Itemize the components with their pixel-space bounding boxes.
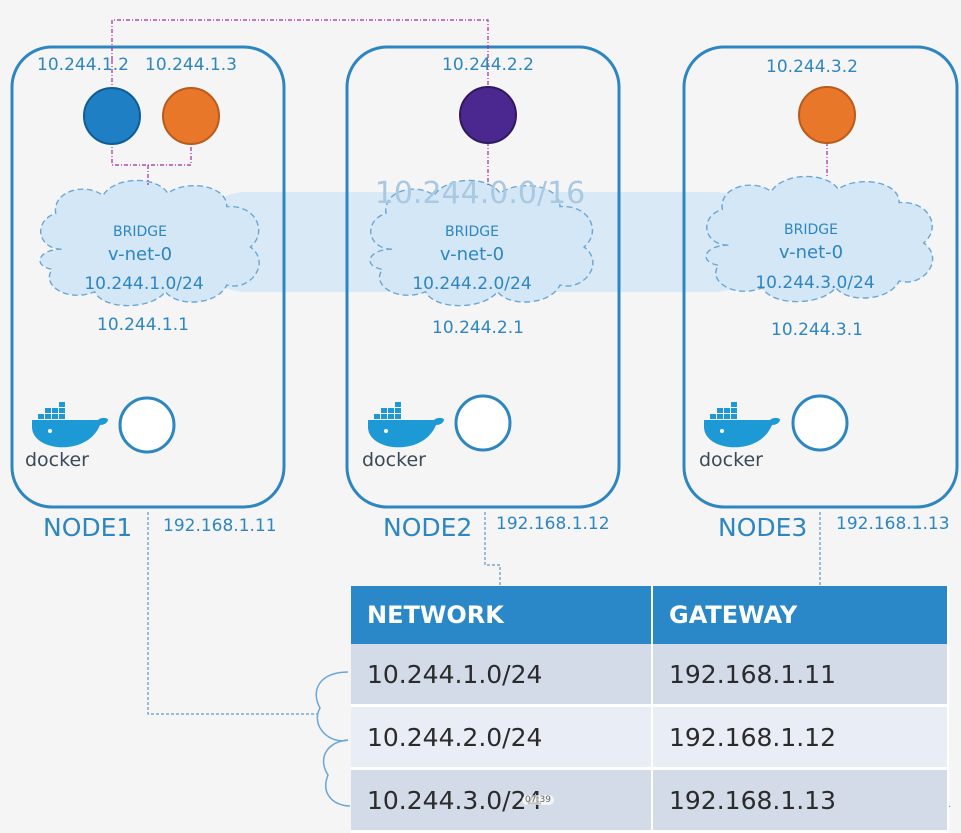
bridge-subnet: 10.244.3.0/24: [755, 273, 875, 293]
pod-ip-label: 10.244.1.3: [145, 55, 237, 75]
node1-box: [10, 45, 286, 509]
pod-node1-a[interactable]: [83, 87, 141, 145]
node1-interface[interactable]: [118, 396, 176, 454]
table-row: 10.244.1.0/24 192.168.1.11: [351, 644, 949, 707]
docker-label: docker: [25, 449, 89, 471]
node-name: NODE1: [43, 513, 133, 542]
bridge-tag: BRIDGE: [784, 222, 838, 238]
diagram-graphics: [10, 19, 959, 807]
table-row: 10.244.2.0/24 192.168.1.12: [351, 707, 949, 770]
bridge-name: v-net-0: [107, 244, 173, 265]
pod-node2-a[interactable]: [459, 86, 517, 144]
node3-interface[interactable]: [791, 394, 849, 452]
pod-ip-label: 10.244.3.2: [766, 57, 858, 77]
cluster-network-label: 10.244.0.0/16: [374, 176, 586, 211]
video-timestamp: 07:39: [522, 795, 554, 805]
column-header-network: NETWORK: [351, 586, 653, 644]
pod-ip-label: 10.244.1.2: [37, 55, 129, 75]
bridge-gateway-ip: 10.244.2.1: [432, 318, 524, 338]
router-brace: [315, 671, 351, 807]
route-gateway-cell: 192.168.1.13: [653, 770, 949, 833]
route-gateway-cell: 192.168.1.12: [653, 707, 949, 770]
docker-whale-icon: [704, 402, 780, 448]
docker-label: docker: [362, 449, 426, 471]
pod-link-lines: [111, 19, 828, 185]
node2-box: [345, 45, 621, 509]
node-ip: 192.168.1.11: [163, 516, 277, 536]
node2-interface[interactable]: [454, 394, 512, 452]
route-network-cell: 10.244.2.0/24: [351, 707, 653, 770]
route-lines: [147, 512, 821, 715]
node-ip: 192.168.1.12: [496, 514, 610, 534]
pod-node3-a[interactable]: [798, 86, 856, 144]
bridge-subnet: 10.244.1.0/24: [84, 274, 204, 294]
docker-label: docker: [699, 449, 763, 471]
pod-node1-b[interactable]: [162, 87, 220, 145]
bridge-name: v-net-0: [778, 242, 844, 263]
route-table: NETWORK GATEWAY 10.244.1.0/24 192.168.1.…: [351, 586, 949, 833]
route-network-cell: 10.244.1.0/24: [351, 644, 653, 707]
bridge-gateway-ip: 10.244.1.1: [97, 315, 189, 335]
column-header-gateway: GATEWAY: [653, 586, 949, 644]
node3-box: [682, 45, 959, 509]
docker-whale-icon: [368, 402, 444, 448]
node-name: NODE2: [383, 513, 473, 542]
bridge-name: v-net-0: [439, 244, 505, 265]
route-network-cell: 10.244.3.0/24: [351, 770, 653, 833]
bridge-subnet: 10.244.2.0/24: [412, 274, 532, 294]
table-row: 10.244.3.0/24 192.168.1.13: [351, 770, 949, 833]
node-name: NODE3: [718, 513, 808, 542]
node-ip: 192.168.1.13: [836, 514, 950, 534]
bridge-gateway-ip: 10.244.3.1: [771, 320, 863, 340]
route-gateway-cell: 192.168.1.11: [653, 644, 949, 707]
bridge-tag: BRIDGE: [445, 224, 499, 240]
docker-whale-icon: [32, 402, 108, 448]
route-table-header: NETWORK GATEWAY: [351, 586, 949, 644]
bridge-tag: BRIDGE: [113, 224, 167, 240]
pod-ip-label: 10.244.2.2: [442, 55, 534, 75]
